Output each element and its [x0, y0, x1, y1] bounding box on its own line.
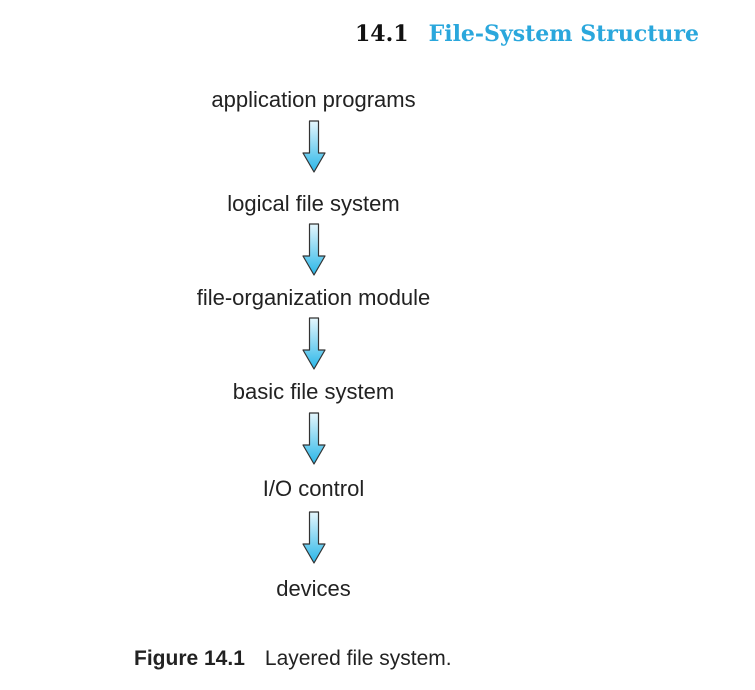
down-arrow-icon: [302, 317, 326, 370]
down-arrow-icon: [302, 223, 326, 276]
down-arrow-icon: [302, 511, 326, 564]
section-title: File-System Structure: [428, 21, 699, 47]
layer-file-organization-module: file-organization module: [196, 285, 431, 310]
layer-logical-file-system: logical file system: [227, 191, 400, 216]
section-number: 14.1: [355, 21, 409, 47]
layer-basic-file-system: basic file system: [232, 379, 395, 404]
layer-devices: devices: [276, 576, 351, 601]
down-arrow-icon: [302, 120, 326, 173]
page-header: 14.1 File-System Structure: [0, 18, 699, 50]
figure-caption: Figure 14.1 Layered file system.: [134, 644, 452, 674]
figure-caption-text: Layered file system.: [264, 647, 452, 670]
layer-application-programs: application programs: [211, 87, 416, 112]
down-arrow-icon: [302, 412, 326, 465]
layer-io-control: I/O control: [262, 476, 365, 501]
figure-label: Figure 14.1: [134, 647, 245, 670]
